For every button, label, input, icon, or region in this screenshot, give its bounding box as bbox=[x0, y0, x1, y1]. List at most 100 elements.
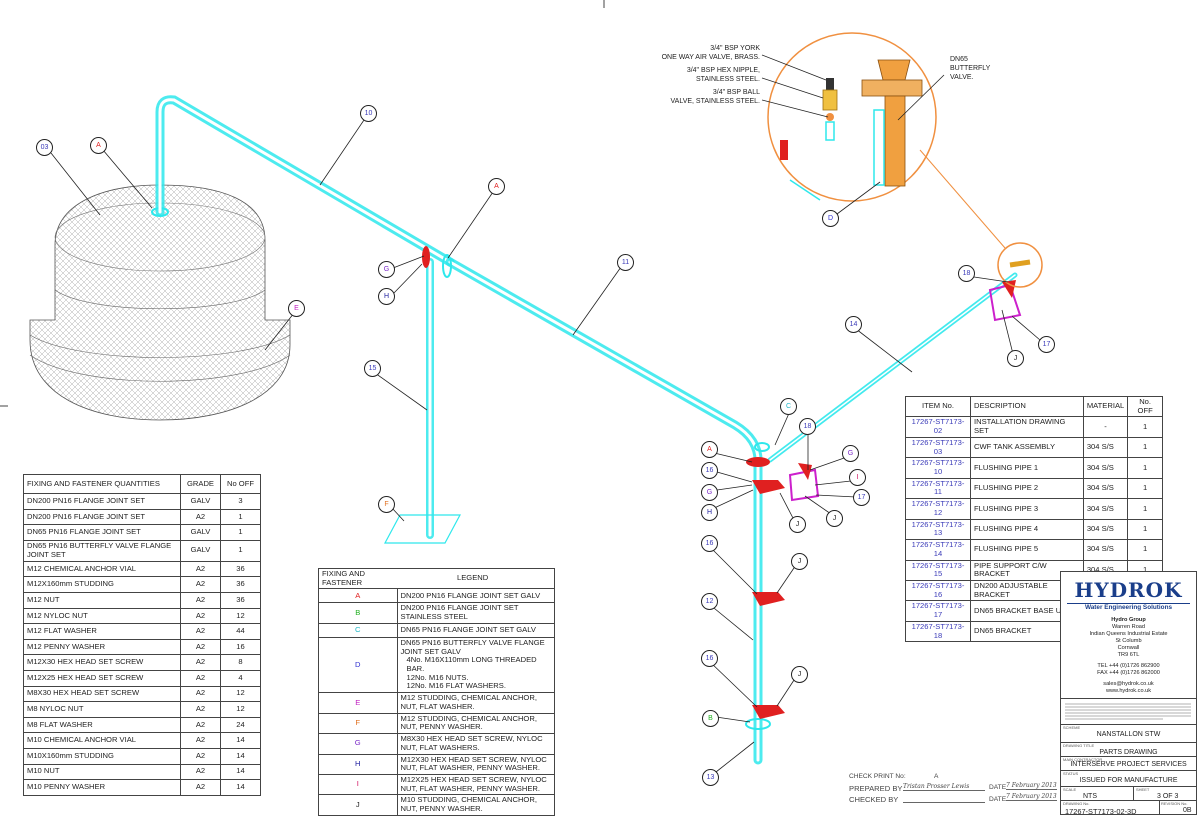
legend-header-left: FIXING AND FASTENER bbox=[318, 567, 397, 590]
table-cell: A2 bbox=[180, 732, 221, 749]
scale-sheet-row: SCALE NTS SHEET 3 OF 3 bbox=[1061, 786, 1196, 801]
address-line: St Columb bbox=[1115, 637, 1142, 644]
table-cell: 1 bbox=[1127, 539, 1163, 561]
legend-key: F bbox=[318, 712, 398, 735]
title-block: HYDROK Water Engineering Solutions Hydro… bbox=[1060, 571, 1197, 816]
address-line: Hydro Group bbox=[1111, 617, 1146, 623]
table-cell: 1 bbox=[1127, 498, 1163, 520]
item-number: 17267-ST7173-14 bbox=[905, 539, 971, 561]
note-ball-1: 3/4" BSP BALL bbox=[713, 89, 760, 96]
balloon-j4: J bbox=[791, 553, 808, 570]
table-cell: - bbox=[1082, 416, 1129, 438]
table-cell: 1 bbox=[220, 508, 261, 526]
table-cell: 1 bbox=[220, 524, 261, 541]
valve-detail-view bbox=[767, 32, 937, 202]
table-cell: 24 bbox=[220, 716, 261, 734]
legend-key: H bbox=[318, 753, 398, 775]
table-cell: 36 bbox=[220, 591, 261, 609]
address-line: sales@hydrok.co.uk bbox=[1103, 680, 1154, 687]
legend-description: M12 STUDDING, CHEMICAL ANCHOR, NUT, FLAT… bbox=[400, 693, 537, 711]
address-line: Cornwall bbox=[1117, 644, 1140, 651]
legend-description: DN200 PN16 FLANGE JOINT SET STAINLESS ST… bbox=[400, 603, 519, 622]
table-cell: 304 S/S bbox=[1082, 436, 1129, 459]
balloon-e: E bbox=[288, 300, 305, 317]
address-line: TR9 6TL bbox=[1117, 651, 1140, 658]
status-row: STATUS ISSUED FOR MANUFACTURE bbox=[1061, 770, 1196, 787]
note-ball-2: VALVE, STAINLESS STEEL. bbox=[671, 98, 761, 105]
prepared-by-label: PREPARED BY bbox=[849, 784, 903, 793]
table-cell: 3 bbox=[220, 493, 261, 510]
brand-tagline: Water Engineering Solutions bbox=[1067, 603, 1190, 611]
note-dn65-1: DN65 bbox=[950, 56, 968, 63]
balloon-g3: G bbox=[701, 484, 718, 501]
balloon-14: 14 bbox=[845, 316, 862, 333]
item-number: 17267-ST7173-15 bbox=[905, 559, 971, 581]
item-number: 17267-ST7173-12 bbox=[905, 498, 971, 520]
table-cell: M12 CHEMICAL ANCHOR VIAL bbox=[23, 560, 181, 578]
balloon-a1: A bbox=[90, 137, 107, 154]
balloon-g1: G bbox=[378, 261, 395, 278]
note-york-1: 3/4" BSP YORK bbox=[710, 45, 760, 52]
table-cell: A2 bbox=[180, 701, 221, 718]
disclaimer-area bbox=[1061, 698, 1196, 724]
table-cell: 14 bbox=[220, 732, 261, 749]
balloon-j5: J bbox=[791, 666, 808, 683]
pipework bbox=[155, 95, 1018, 765]
table-cell: DN200 PN16 FLANGE JOINT SET bbox=[23, 493, 181, 510]
check-print-value: A bbox=[934, 773, 939, 780]
legend-text: M8X30 HEX HEAD SET SCREW, NYLOC NUT, FLA… bbox=[396, 733, 555, 755]
balloon-i: I bbox=[849, 469, 866, 486]
table-cell: 304 S/S bbox=[1082, 498, 1129, 520]
table-cell: DN65 PN16 FLANGE JOINT SET bbox=[23, 524, 181, 541]
legend-extra-line: 4No. M16X110mm LONG THREADED BAR. bbox=[406, 655, 537, 674]
balloon-18b: 18 bbox=[799, 418, 816, 435]
balloon-j2: J bbox=[789, 516, 806, 533]
table-cell: 304 S/S bbox=[1082, 457, 1129, 479]
table-cell: M12 NUT bbox=[23, 591, 181, 609]
table-cell: M10 PENNY WASHER bbox=[23, 779, 181, 796]
legend-key: G bbox=[318, 733, 398, 755]
table-cell: GALV bbox=[180, 539, 221, 562]
flanges bbox=[422, 246, 771, 730]
table-cell: 36 bbox=[220, 576, 261, 593]
legend-key: I bbox=[318, 773, 398, 796]
scheme-value: NANSTALLON STW bbox=[1096, 731, 1161, 738]
table-cell: A2 bbox=[180, 747, 221, 765]
table-cell: PIPE SUPPORT C/W BRACKET bbox=[970, 559, 1084, 581]
table-cell: M8 FLAT WASHER bbox=[23, 716, 181, 734]
table-cell: A2 bbox=[180, 607, 221, 625]
company-logo: HYDROK Water Engineering Solutions bbox=[1061, 578, 1196, 611]
table-cell: M10X160mm STUDDING bbox=[23, 747, 181, 765]
table-cell: A2 bbox=[180, 654, 221, 671]
table-cell: 12 bbox=[220, 607, 261, 625]
balloon-15: 15 bbox=[364, 360, 381, 377]
table-cell: DN65 PN16 BUTTERFLY VALVE FLANGE JOINT S… bbox=[23, 539, 181, 562]
address-line: Warren Road bbox=[1111, 623, 1146, 630]
legend-text: M12X25 HEX HEAD SET SCREW, NYLOC NUT, FL… bbox=[396, 773, 555, 796]
table-cell: M12 PENNY WASHER bbox=[23, 638, 181, 656]
item-number: 17267-ST7173-10 bbox=[905, 457, 971, 479]
legend-text: M12 STUDDING, CHEMICAL ANCHOR, NUT, PENN… bbox=[396, 712, 555, 735]
balloon-12: 12 bbox=[701, 593, 718, 610]
balloon-17b: 17 bbox=[853, 489, 870, 506]
legend-text: DN65 PN16 BUTTERFLY VALVE FLANGE JOINT S… bbox=[396, 636, 555, 694]
balloon-16c: 16 bbox=[701, 650, 718, 667]
table-cell: CWF TANK ASSEMBLY bbox=[970, 436, 1084, 459]
balloon-g2: G bbox=[842, 445, 859, 462]
sheet-label: SHEET bbox=[1136, 787, 1150, 792]
table-cell: 16 bbox=[220, 638, 261, 656]
prepared-by-value: Tristan Prosser Lewis bbox=[903, 783, 985, 791]
